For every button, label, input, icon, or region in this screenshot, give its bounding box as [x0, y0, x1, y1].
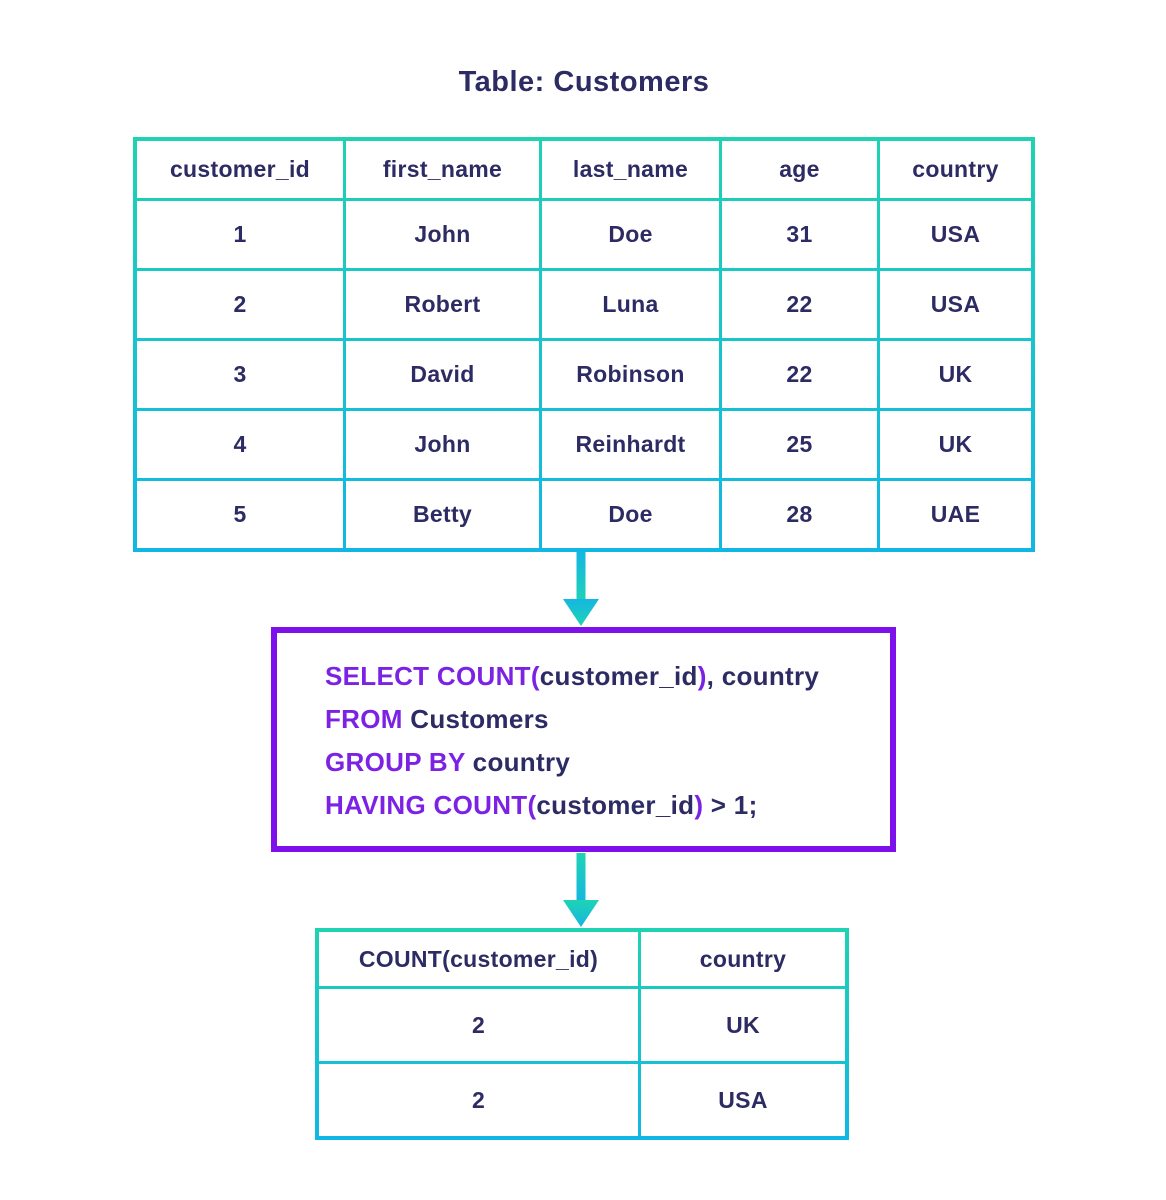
arrow-down-icon: [563, 853, 599, 927]
table-cell: USA: [641, 1064, 845, 1136]
sql-identifier: customer_id: [536, 790, 695, 820]
sql-line: FROM Customers: [325, 698, 880, 741]
table-cell: 2: [319, 1064, 638, 1136]
table-cell: Robert: [346, 271, 539, 338]
sql-identifier: , country: [706, 661, 820, 691]
table-cell: USA: [880, 201, 1031, 268]
header-cell: customer_id: [137, 141, 343, 198]
table-cell: 5: [137, 481, 343, 548]
header-cell: COUNT(customer_id): [319, 932, 638, 986]
table-cell: Betty: [346, 481, 539, 548]
table-cell: 1: [137, 201, 343, 268]
sql-line: HAVING COUNT(customer_id) > 1;: [325, 784, 880, 827]
sql-identifier: Customers: [402, 704, 549, 734]
sql-keyword: HAVING COUNT(: [325, 790, 537, 820]
table-cell: Robinson: [542, 341, 719, 408]
sql-keyword: ): [697, 661, 707, 691]
table-cell: John: [346, 411, 539, 478]
sql-keyword: FROM: [325, 704, 403, 734]
table-cell: UK: [880, 341, 1031, 408]
table-cell: Luna: [542, 271, 719, 338]
header-cell: last_name: [542, 141, 719, 198]
table-cell: 2: [137, 271, 343, 338]
table-cell: 2: [319, 989, 638, 1061]
header-cell: country: [641, 932, 845, 986]
sql-keyword: GROUP BY: [325, 747, 466, 777]
table-cell: UK: [641, 989, 845, 1061]
sql-identifier: customer_id: [539, 661, 698, 691]
table-cell: Doe: [542, 201, 719, 268]
sql-keyword: SELECT COUNT(: [325, 661, 540, 691]
table-cell: 3: [137, 341, 343, 408]
header-cell: first_name: [346, 141, 539, 198]
table-cell: 22: [722, 341, 877, 408]
table-cell: David: [346, 341, 539, 408]
table-cell: 4: [137, 411, 343, 478]
arrow-down-icon: [563, 552, 599, 626]
table-cell: USA: [880, 271, 1031, 338]
sql-identifier: > 1;: [703, 790, 758, 820]
table-cell: Reinhardt: [542, 411, 719, 478]
table-cell: John: [346, 201, 539, 268]
sql-line: GROUP BY country: [325, 741, 880, 784]
table-cell: UK: [880, 411, 1031, 478]
header-cell: age: [722, 141, 877, 198]
sql-line: SELECT COUNT(customer_id), country: [325, 655, 880, 698]
table-cell: 28: [722, 481, 877, 548]
table-cell: UAE: [880, 481, 1031, 548]
table-cell: 25: [722, 411, 877, 478]
table-cell: 22: [722, 271, 877, 338]
sql-identifier: country: [465, 747, 571, 777]
table-cell: 31: [722, 201, 877, 268]
page-title: Table: Customers: [458, 66, 710, 98]
sql-keyword: ): [694, 790, 704, 820]
table-cell: Doe: [542, 481, 719, 548]
header-cell: country: [880, 141, 1031, 198]
